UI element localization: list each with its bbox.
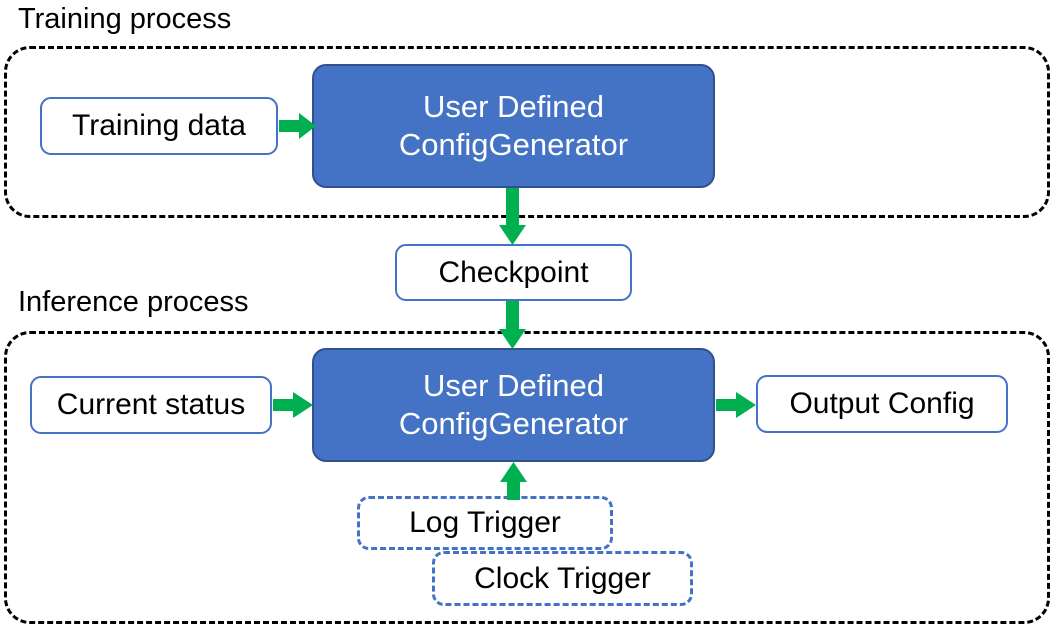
clock-trigger-node[interactable]: Clock Trigger	[432, 551, 693, 606]
inference-config-generator-label-line2: ConfigGenerator	[398, 406, 629, 441]
output-config-node[interactable]: Output Config	[756, 375, 1008, 433]
checkpoint-label: Checkpoint	[438, 255, 589, 289]
inference-config-generator-label-line1: User Defined	[423, 368, 604, 403]
training-config-generator-label-line2: ConfigGenerator	[398, 127, 629, 162]
clock-trigger-label: Clock Trigger	[474, 561, 651, 595]
training-config-generator-node[interactable]: User Defined ConfigGenerator	[312, 64, 715, 188]
checkpoint-node[interactable]: Checkpoint	[395, 244, 632, 301]
log-trigger-node[interactable]: Log Trigger	[357, 496, 613, 550]
training-process-title: Training process	[18, 3, 232, 35]
log-trigger-label: Log Trigger	[409, 506, 561, 539]
inference-process-container	[4, 331, 1050, 624]
output-config-label: Output Config	[789, 387, 975, 420]
current-status-node[interactable]: Current status	[30, 376, 272, 434]
training-data-label: Training data	[72, 109, 246, 142]
training-process-container	[4, 46, 1050, 218]
inference-config-generator-node[interactable]: User Defined ConfigGenerator	[312, 348, 715, 462]
current-status-label: Current status	[56, 388, 246, 421]
training-data-node[interactable]: Training data	[40, 97, 278, 155]
inference-process-title: Inference process	[18, 286, 249, 318]
training-config-generator-label-line1: User Defined	[423, 89, 604, 124]
